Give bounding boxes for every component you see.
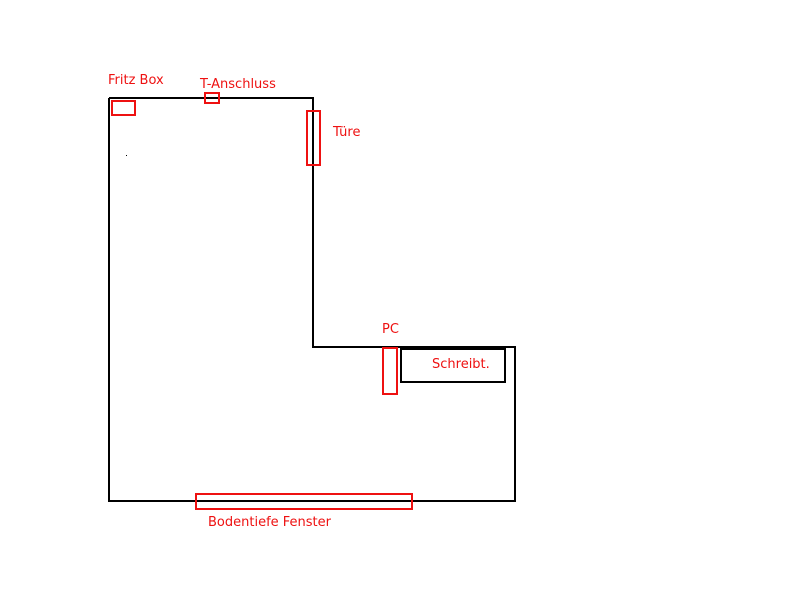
door-marker <box>306 110 321 166</box>
t-anschluss-marker <box>204 92 220 104</box>
pc-marker <box>382 347 398 395</box>
room-walls <box>108 97 516 502</box>
t-anschluss-label: T-Anschluss <box>200 77 276 92</box>
fritz-box-marker <box>111 100 136 116</box>
fritz-box-label: Fritz Box <box>108 73 164 88</box>
window-label: Bodentiefe Fenster <box>208 515 331 530</box>
window-marker <box>195 493 413 510</box>
door-label: Türe <box>333 125 361 140</box>
stray-dot <box>126 155 127 156</box>
desk-outline <box>400 348 506 383</box>
pc-label: PC <box>382 322 399 337</box>
desk-label: Schreibt. <box>432 357 490 372</box>
